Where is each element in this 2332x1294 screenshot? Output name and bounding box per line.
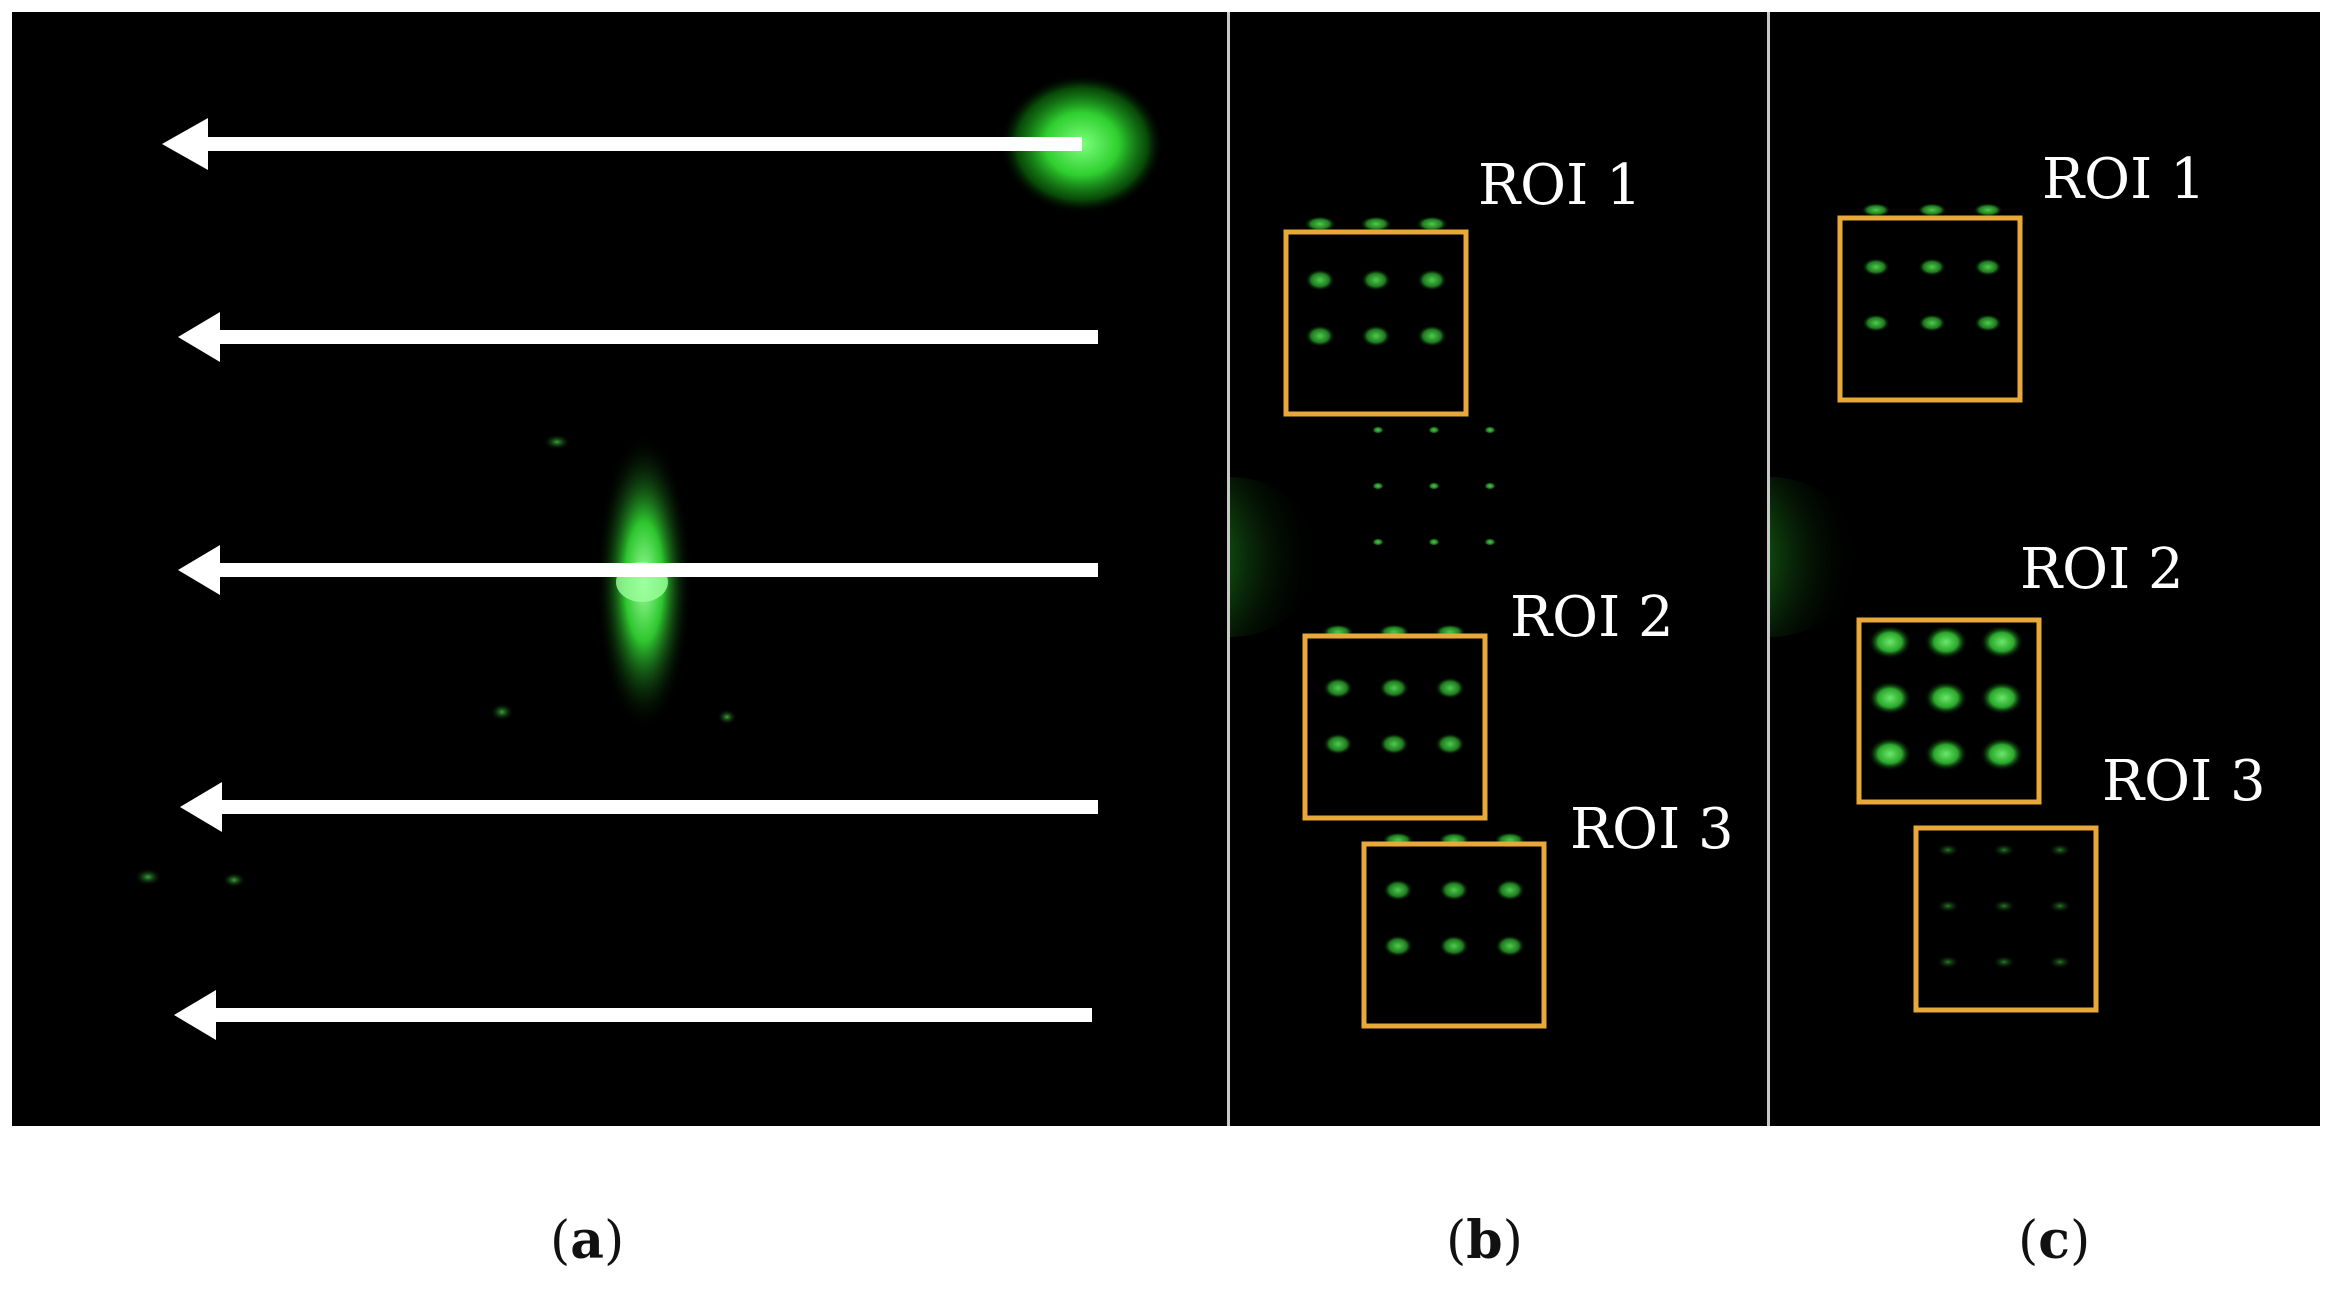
fluorescent-dot [2048, 899, 2072, 913]
fluorescent-dot [1323, 733, 1353, 755]
panel-b-scene [1230, 216, 1547, 1029]
fluorescent-dot-array [1861, 203, 2072, 969]
panel-divider [1227, 12, 1230, 1126]
roi-box-1 [1283, 229, 1469, 417]
flow-arrow-5 [174, 990, 1092, 1040]
fluorescent-dot [1484, 482, 1496, 490]
panel-divider [1767, 12, 1770, 1126]
flow-arrow-3 [178, 545, 1098, 595]
fluorescent-dot [1992, 899, 2016, 913]
fluorescent-dot [1861, 203, 1891, 217]
roi-boxes [1283, 229, 1547, 1029]
fluorescent-dot [1379, 677, 1409, 699]
fluorescent-dot [2048, 843, 2072, 857]
fluorescent-dot [1980, 681, 2024, 715]
roi-label-2: ROI 2 [2020, 537, 2184, 602]
fluorescent-dot [1918, 258, 1946, 276]
fluorescent-dot [1974, 258, 2002, 276]
roi-box-3 [1361, 841, 1547, 1029]
panel-a-scene [134, 74, 1164, 1040]
fluorescent-dot [1439, 935, 1469, 957]
fluorescent-dot [2048, 955, 2072, 969]
panel-b-image: ROI 1 ROI 2 ROI 3 [1230, 12, 1767, 1126]
fluorescent-dot [1305, 325, 1335, 347]
roi-box-2 [1302, 633, 1488, 821]
caption-b: (b) [1446, 1210, 1523, 1271]
fluorescent-dot [1428, 426, 1440, 434]
fluorescent-dot [1428, 482, 1440, 490]
caption-c: (c) [2018, 1210, 2091, 1271]
fluorescent-dot [1862, 258, 1890, 276]
fluorescent-dot [1372, 538, 1384, 546]
fluorescent-dot [1323, 677, 1353, 699]
roi-boxes [1837, 215, 2099, 1013]
fluorescent-dot [1439, 879, 1469, 901]
panel-a-image [12, 12, 1228, 1126]
fluorescent-dot [1936, 899, 1960, 913]
panel-c-image: ROI 1 ROI 2 ROI 3 [1770, 12, 2320, 1126]
fluorescent-dot [1868, 737, 1912, 771]
flow-arrow-2 [178, 312, 1098, 362]
fluorescent-dot [1383, 935, 1413, 957]
roi-box-2 [1856, 617, 2042, 805]
fluorescent-dot [1361, 269, 1391, 291]
roi-label-3: ROI 3 [2102, 749, 2266, 814]
fluorescent-dot [134, 868, 162, 886]
fluorescent-dot [1435, 677, 1465, 699]
roi-box-1 [1837, 215, 2023, 403]
fluorescent-dot [1924, 737, 1968, 771]
fluorescent-glow [1770, 477, 1860, 637]
fluorescent-dot [1305, 269, 1335, 291]
fluorescent-dot [1495, 935, 1525, 957]
fluorescent-dot [717, 709, 737, 725]
fluorescent-dot [1980, 625, 2024, 659]
flow-arrows [162, 118, 1098, 1040]
fluorescent-dot [1435, 733, 1465, 755]
fluorescent-dot [1918, 314, 1946, 332]
fluorescent-dot [1360, 216, 1392, 232]
fluorescent-dot [1416, 216, 1448, 232]
fluorescent-dot [490, 703, 514, 721]
fluorescent-dot [1992, 955, 2016, 969]
fluorescent-dot [1980, 737, 2024, 771]
roi-label-1: ROI 1 [1478, 153, 1642, 218]
roi-label-2: ROI 2 [1510, 585, 1674, 650]
fluorescent-dot [1868, 681, 1912, 715]
roi-label-1: ROI 1 [2042, 147, 2206, 212]
fluorescent-dot [1428, 538, 1440, 546]
fluorescent-dot [1917, 203, 1947, 217]
fluorescent-dot [1383, 879, 1413, 901]
roi-label-3: ROI 3 [1570, 797, 1734, 862]
fluorescent-dot [1936, 843, 1960, 857]
fluorescent-dot [1862, 314, 1890, 332]
flow-arrow-1 [162, 118, 1082, 170]
fluorescent-dot [1379, 733, 1409, 755]
fluorescent-dot [1484, 426, 1496, 434]
flow-arrow-4 [180, 782, 1098, 832]
fluorescent-dot [1417, 325, 1447, 347]
fluorescent-dot [1484, 538, 1496, 546]
fluorescent-dot [1304, 216, 1336, 232]
fluorescent-dot [543, 434, 571, 450]
fluorescent-dot [1924, 625, 1968, 659]
fluorescent-dot [1417, 269, 1447, 291]
fluorescent-dot [222, 872, 246, 888]
fluorescent-dot [1924, 681, 1968, 715]
fluorescent-glow [1230, 477, 1320, 637]
fluorescent-dot [1495, 879, 1525, 901]
caption-a: (a) [550, 1210, 625, 1271]
fluorescent-dot [1361, 325, 1391, 347]
fluorescent-dot [1372, 482, 1384, 490]
fluorescent-dot [1992, 843, 2016, 857]
roi-box-3 [1913, 825, 2099, 1013]
fluorescent-dot [1868, 625, 1912, 659]
fluorescent-dot [1974, 314, 2002, 332]
fluorescent-dot [1936, 955, 1960, 969]
fluorescent-dot-array [1304, 216, 1526, 957]
panel-c-scene [1770, 203, 2099, 1013]
fluorescent-dot [1973, 203, 2003, 217]
fluorescent-dot [1372, 426, 1384, 434]
